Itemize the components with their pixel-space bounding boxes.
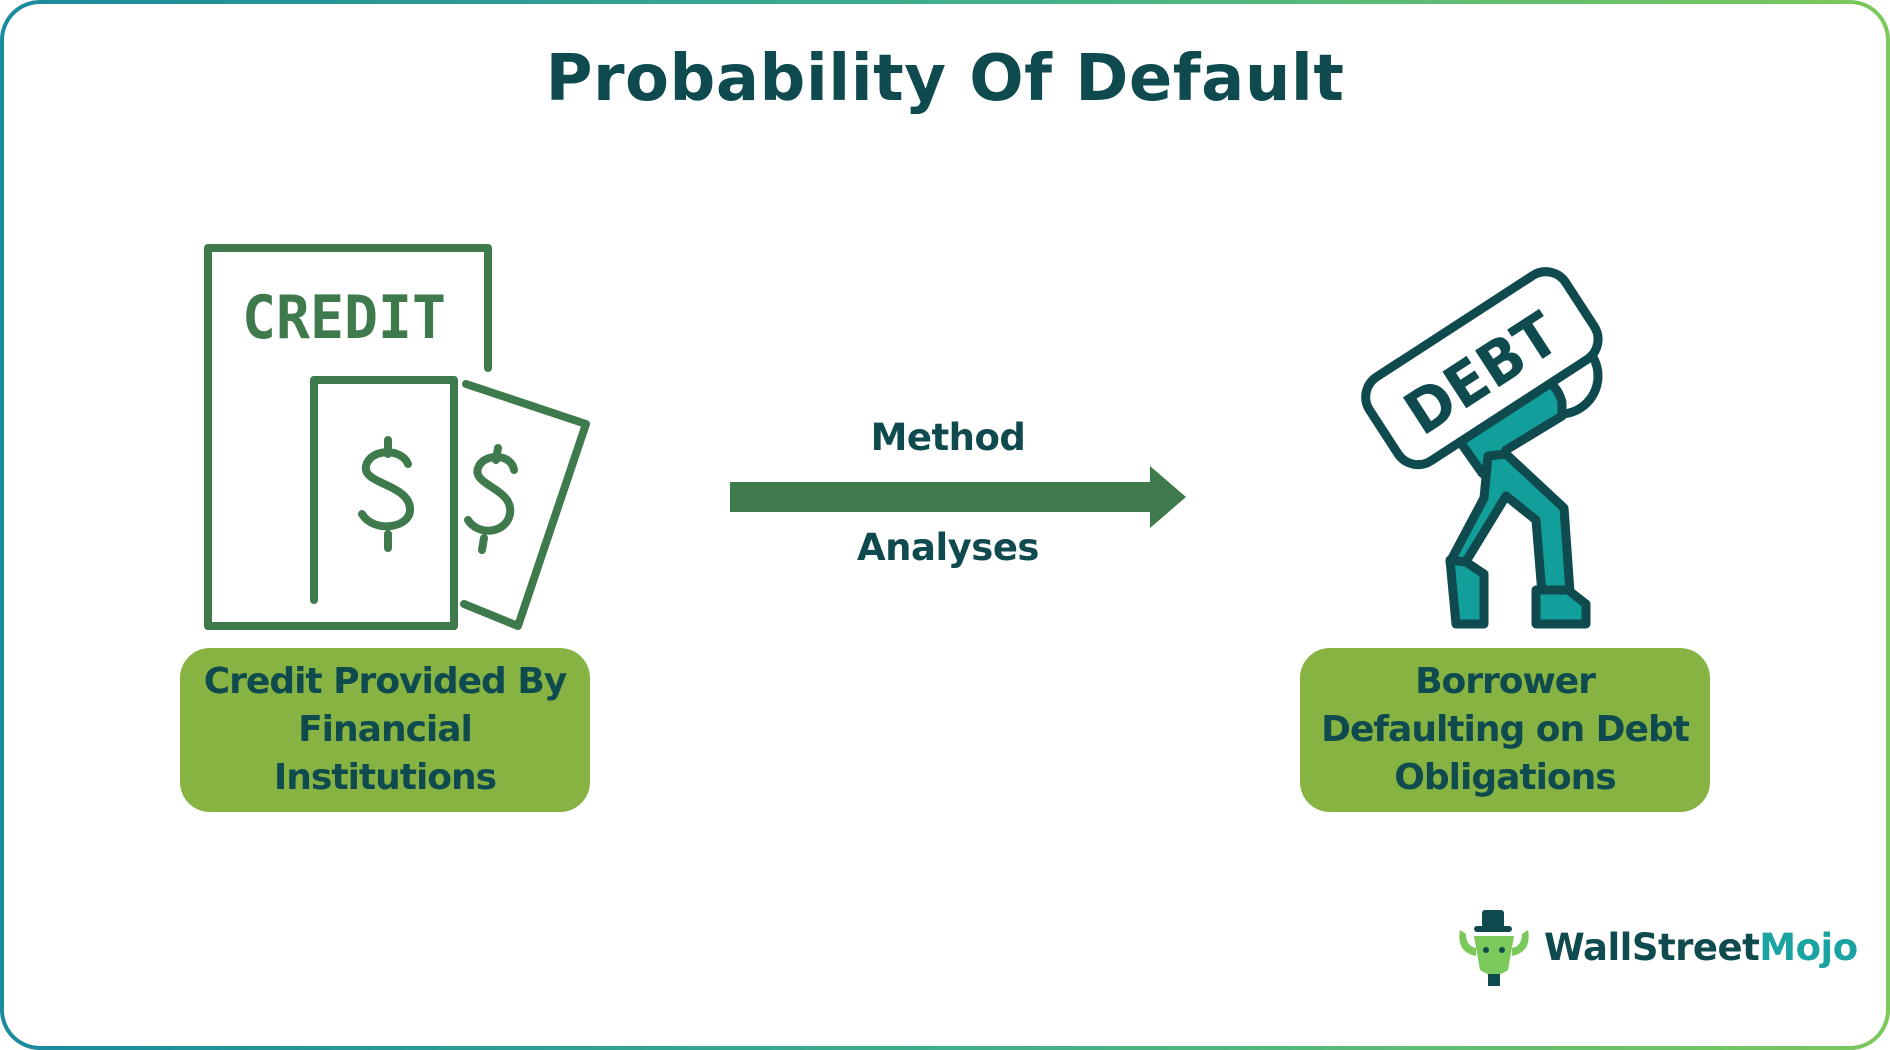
mojo-bull-icon bbox=[1459, 910, 1529, 986]
bill-front-outline bbox=[310, 376, 458, 630]
credit-label: Credit Provided By Financial Institution… bbox=[203, 661, 568, 798]
logo-text-wallstreet: WallStreet bbox=[1544, 926, 1760, 969]
credit-label-box: Credit Provided By Financial Institution… bbox=[180, 648, 590, 812]
credit-money-icon: CREDIT bbox=[204, 244, 590, 630]
logo-wordmark: WallStreetMojo bbox=[1544, 926, 1858, 969]
arrow-head bbox=[1150, 466, 1186, 528]
right-arrow-icon bbox=[730, 466, 1186, 528]
person-legs bbox=[1445, 449, 1575, 599]
dollar-sign-front bbox=[358, 436, 414, 552]
debt-sign bbox=[1361, 267, 1603, 470]
credit-document-outline bbox=[204, 244, 492, 630]
arrow-top-label: Method bbox=[870, 416, 1026, 459]
borrower-label-box: Borrower Defaulting on Debt Obligations bbox=[1300, 648, 1710, 812]
bill-back-outline bbox=[460, 380, 590, 630]
arrow-shaft bbox=[730, 482, 1154, 512]
logo-text-mojo: Mojo bbox=[1759, 926, 1858, 969]
arrow-bottom-label: Analyses bbox=[857, 526, 1039, 569]
dollar-sign-back bbox=[464, 444, 518, 554]
person-right-foot bbox=[1531, 585, 1591, 629]
person-left-foot bbox=[1445, 555, 1489, 629]
page-title: Probability Of Default bbox=[545, 42, 1345, 116]
credit-icon-text: CREDIT bbox=[242, 283, 446, 353]
diagram-canvas: Probability Of Default CREDIT bbox=[4, 4, 1886, 1046]
borrower-label: Borrower Defaulting on Debt Obligations bbox=[1321, 661, 1690, 798]
debt-burden-icon: DEBT bbox=[1361, 267, 1603, 629]
wallstreetmojo-logo: WallStreetMojo bbox=[1454, 908, 1858, 988]
